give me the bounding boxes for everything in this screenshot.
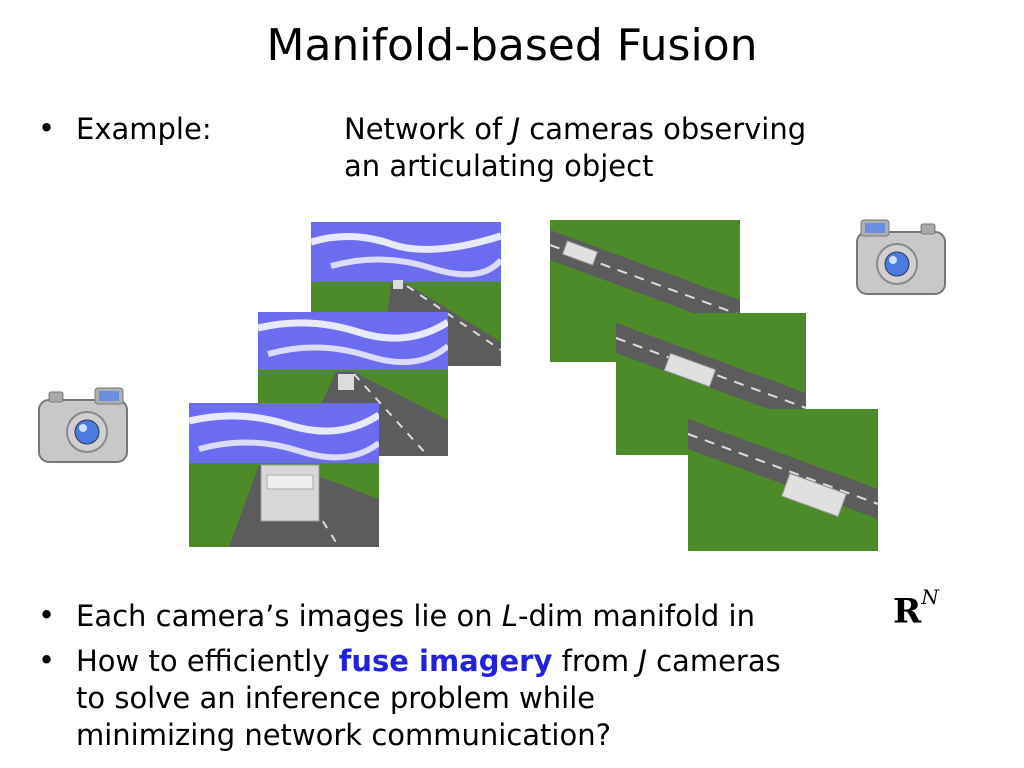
fusion-line3: minimizing network communication? xyxy=(76,718,611,752)
bullet-dot: • xyxy=(38,111,56,145)
bullet-manifold: Each camera’s images lie on L-dim manifo… xyxy=(76,598,976,635)
example-line1-pre: Network of xyxy=(344,112,512,146)
road-view-front xyxy=(189,403,379,547)
fusion-pre: How to efficiently xyxy=(76,644,339,678)
space-rn: RN xyxy=(893,585,939,632)
bullet-dot: • xyxy=(38,643,56,677)
var-j: J xyxy=(638,644,647,678)
fuse-imagery-highlight: fuse imagery xyxy=(338,644,553,678)
fusion-post: cameras xyxy=(646,644,781,678)
camera-icon xyxy=(856,219,946,295)
slide-title: Manifold-based Fusion xyxy=(266,20,758,71)
example-line2: an articulating object xyxy=(344,149,654,183)
example-label: Example: xyxy=(76,112,212,146)
manifold-text-post: -dim manifold in xyxy=(518,599,755,633)
example-line1-post: cameras observing xyxy=(520,112,807,146)
var-j: J xyxy=(511,112,521,146)
manifold-text-pre: Each camera’s images lie on xyxy=(76,599,502,633)
fusion-line2: to solve an inference problem while xyxy=(76,681,596,715)
bullet-fusion: How to efficiently fuse imagery from J c… xyxy=(76,643,956,754)
camera-icon xyxy=(38,387,128,463)
bullet-dot: • xyxy=(38,598,56,632)
fusion-mid: from xyxy=(552,644,639,678)
var-l: L xyxy=(501,599,519,633)
example-text: Network of J cameras observing an articu… xyxy=(344,111,944,185)
aerial-view-front xyxy=(688,409,878,551)
